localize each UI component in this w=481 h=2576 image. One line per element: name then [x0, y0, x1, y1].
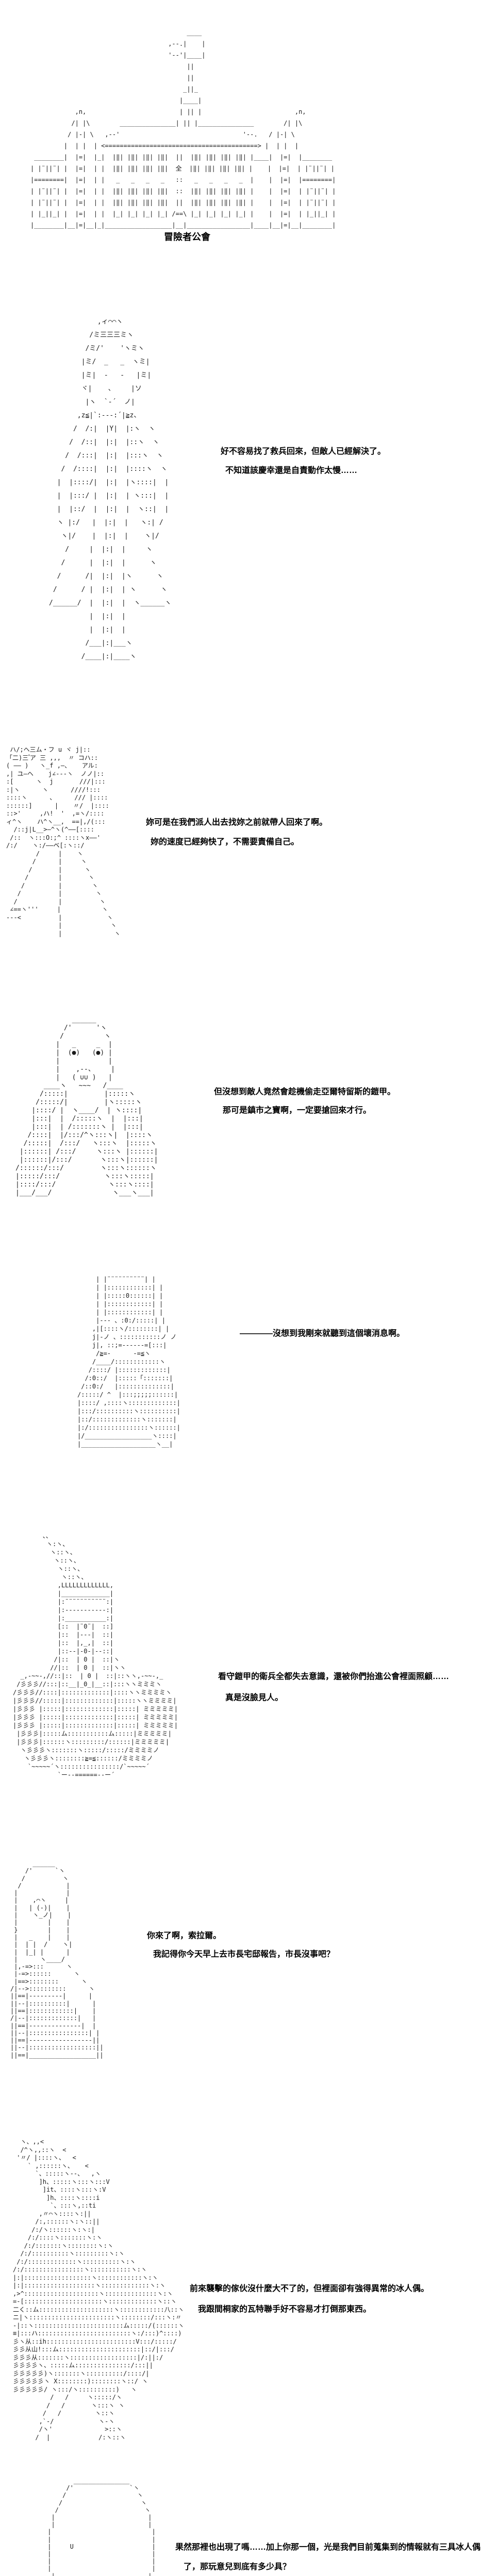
ascii-art-long-haired-adventurer: ,ィ⌒⌒ヽ /ミ三三三ミヽ /ミ/' 'ヽミヽ |ミ/ _ _ ヽミ| |ミ| …	[49, 318, 172, 660]
ascii-art-plumed-knight: 、、 ヽ:ヽ、 ヽ::ヽ、 ヽ::ヽ、 ヽ::ヽ、 ヽ::ヽ、 ,LLLLLLL…	[13, 1532, 178, 1778]
ascii-art-armored-elder: ______ /' 'ヽ / ヽ | _ _ | | (●) (●) | | |…	[15, 1016, 158, 1197]
dialogue-line: 但沒想到敵人竟然會趁機偷走亞爾特留斯的鎧甲。	[214, 1088, 396, 1096]
ascii-art-armored-greave: | |¨¨¨¨¨¨¨¨¨¨| | | |::::::::::::| | | |:…	[77, 1276, 180, 1448]
dialogue-line: 你來了啊，索拉爾。	[147, 1931, 222, 1940]
dialogue-line: 果然那裡也出現了嗎……加上你那一個，光是我們目前蒐集到的情報就有三具冰人偶	[175, 2543, 481, 2552]
dialogue-line: 妳可是在我們派人出去找妳之前就帶人回來了啊。	[146, 818, 328, 827]
dialogue-line: 真是沒臉見人。	[225, 1693, 284, 1702]
dialogue-line: 前來襲擊的傢伙沒什麼大不了的，但裡面卻有強得異常的冰人偶。	[190, 2284, 429, 2293]
dialogue-line: 我記得你今天早上去市長宅邸報告，市長沒事吧？	[153, 1950, 335, 1959]
ascii-art-guild-building: ____ ,--.| | '--'|____| ||	[30, 29, 336, 229]
dialogue-line: 不知道該慶幸還是自責動作太慢……	[225, 466, 358, 475]
ascii-art-windswept-warrior: ヽ、,,< /^ヽ,,::ヽ < '〃/ |::::ヽ、 < ` ,::::::…	[13, 2138, 185, 2441]
dialogue-line: 妳的速度已經夠快了，不需要責備自己。	[151, 838, 300, 846]
ascii-art-old-guild-master: ______ /' `ヽ / ヽ / | | | | ,⌒ヽ | | | (-)…	[10, 1860, 104, 2059]
dialogue-line: 我跟間桐家的瓦特聯手好不容易才打倒那東西。	[198, 2305, 372, 2314]
ascii-art-guild-receptionist: ハ/;ヘ三ム・フ u ヾ j|:: 「二)三 ゚ア 三 ,,, 〃 コハ:: (…	[6, 746, 121, 937]
dialogue-line: ————沒想到我剛來就聽到這個壞消息啊。	[240, 1329, 405, 1338]
guild-caption: 冒險者公會	[164, 232, 210, 242]
dialogue-line: 了，那玩意兒到底有多少具？	[184, 2563, 291, 2571]
dialogue-line: 那可是鎮市之寶啊，一定要搶回來才行。	[223, 1106, 372, 1115]
dialogue-line: 好不容易找了救兵回來，但敵人已經解決了。	[221, 447, 386, 456]
dialogue-line: 看守鎧甲的衛兵全都失去意識，還被你們抬進公會裡面照顧……	[218, 1672, 450, 1681]
ascii-art-oval-head-figure: _______________ /' `ヽ / ヽ / ヽ / ヽ | | | …	[47, 2477, 156, 2576]
